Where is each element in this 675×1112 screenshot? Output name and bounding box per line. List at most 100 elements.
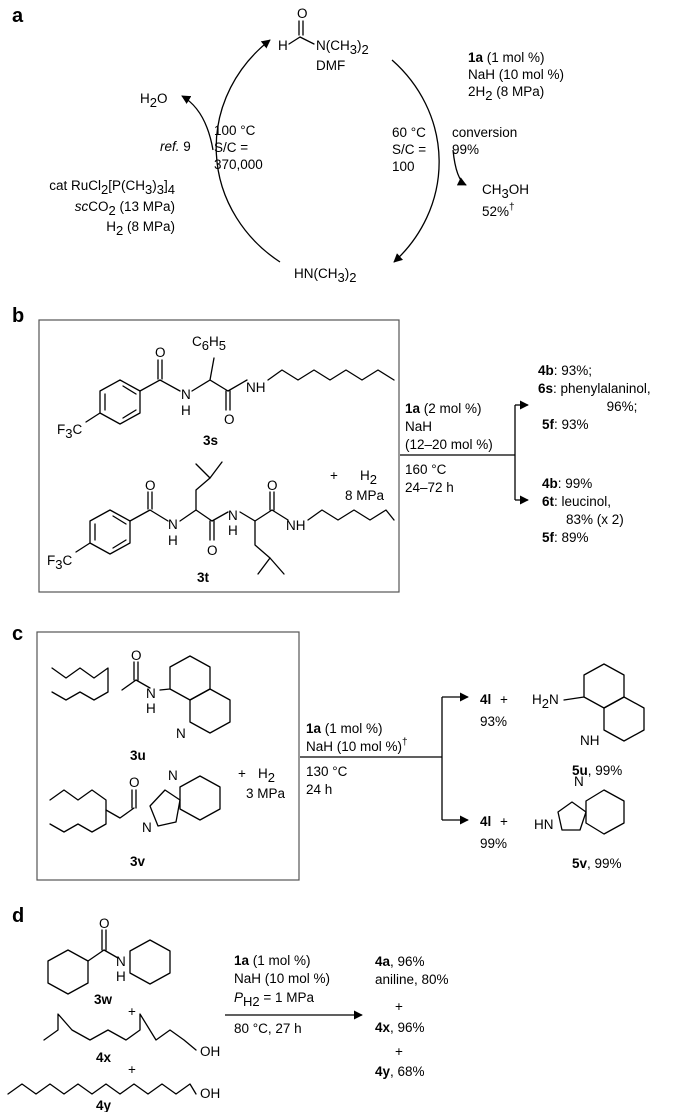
compound-3u: O N H N 3u [51,648,231,763]
panel-d-label: d [12,905,24,927]
3t-nh-mid: N [228,508,238,523]
c-h2: H2 [258,766,275,785]
3u-octyl-chain [51,667,109,701]
b-pressure: 8 MPa [345,488,385,503]
3s-cf3-bond [85,412,101,423]
3s-nh-1: N [181,387,191,402]
b-cond-catalyst: 1a (2 mol %) [405,401,482,416]
panel-b: b C6H5 F3C O N H O NH 3s [12,305,651,593]
c-prod-top-4l: 4l [480,692,491,707]
a-inner-right-sc: S/C = [392,142,426,157]
3s-cf3-label: F3C [57,422,82,441]
a-left-catalyst: cat RuCl2[P(CH3)3]4 [49,178,175,197]
3u-nh-h: H [146,701,156,716]
3u-acyl [121,679,137,691]
4x-oh: OH [200,1044,220,1059]
3u-n-atom: N [176,726,186,741]
a-inner-left-sc: S/C = [214,140,248,155]
3t-n-1-h: H [168,533,178,548]
5v-yield: 5v, 99% [572,856,622,871]
dimethylamine-formula: HN(CH3)2 [294,266,356,285]
b-cond-temp: 160 °C [405,462,447,477]
d-prod-4: 4y, 68% [375,1064,425,1079]
3s-ring-double-3 [122,409,137,419]
3s-ring-double-2 [122,385,137,395]
compound-3w: O N H 3w + [47,916,171,1019]
d-cond-temp-time: 80 °C, 27 h [234,1021,302,1036]
water-branch-arrow [181,95,214,151]
a-left-co2: scCO2 (13 MPa) [75,199,175,218]
3v-o: O [129,775,140,790]
c-prod-top-yield: 93% [480,714,507,729]
3t-octyl-chain [307,509,395,521]
3s-benzyl [209,357,215,381]
c-prod-top-plus: + [500,692,508,707]
a-conversion-value: 99% [452,142,479,157]
3t-o-3: O [267,478,278,493]
3u-cn [135,679,151,689]
b-h2: H2 [360,468,377,487]
3t-nh-end: NH [286,518,306,533]
5u-nh: NH [580,733,600,748]
3t-amide-chain [129,509,169,522]
3t-label: 3t [197,570,210,585]
3w-anilide-ring [129,939,171,985]
3v-pyridine-ring [179,775,221,821]
3t-amide-2 [211,511,229,522]
3v-octyl-chain [49,789,107,833]
3s-amide-chain [139,379,181,392]
b-prod-top-2: 6s: phenylalaninol, [538,381,651,396]
compound-3t: F3C O N H O N H O NH 3t [47,461,395,585]
3v-pyridine-n: N [168,768,178,783]
c-cond-base: NaH (10 mol %)† [306,737,408,754]
compound-4y: OH 4y [7,1083,220,1112]
3s-amide-n [227,379,248,392]
4y-skeleton [7,1083,197,1095]
3s-label: 3s [203,433,218,448]
3s-benzene-ring [99,379,141,425]
water-formula: H2O [140,91,168,110]
c-prod-bot-plus: + [500,814,508,829]
b-prod-top-3: 96%; [607,399,638,414]
d-cond-catalyst: 1a (1 mol %) [234,953,311,968]
dmf-structure: O H N(CH3)2 DMF [278,6,369,73]
5u-benzene-ring [583,663,625,709]
a-cond-catalyst: 1a (1 mol %) [468,50,545,65]
b-prod-bot-4: 5f: 89% [542,530,589,545]
panel-a: a O H N(CH3)2 DMF 1a (1 mol %) NaH (10 m… [12,5,564,285]
3v-pyrroline-ring [149,789,181,827]
b-prod-bot-3: 83% (x 2) [566,512,624,527]
c-prod-bot-yield: 99% [480,836,507,851]
c-cond-catalyst: 1a (1 mol %) [306,721,383,736]
c-plus: + [238,766,246,781]
3t-backbone-2 [239,509,273,522]
compound-3s: C6H5 F3C O N H O NH 3s [57,334,395,448]
methanol-yield: 52%† [482,202,515,219]
3w-benzoyl-ring [47,949,89,995]
panel-b-label: b [12,305,24,327]
3w-n-h: H [116,969,126,984]
phenyl-label: C6H5 [192,334,226,353]
3s-o-1: O [155,345,166,360]
d-prod-1: 4a, 96% [375,954,425,969]
3s-o-2: O [224,412,235,427]
3t-ring-double-2 [112,515,127,525]
3s-nh-1-h: H [181,403,191,418]
5v-pyridine-ring [585,789,625,835]
panel-b-substrate-box [38,319,400,593]
b-cond-base-amount: (12–20 mol %) [405,437,493,452]
b-plus: + [330,468,338,483]
3u-nh: N [146,686,156,701]
3s-octyl-chain [267,369,395,381]
3t-cf3-bond [75,542,91,553]
3u-n-aryl [159,688,171,691]
3t-o-2: O [207,543,218,558]
3u-quinoline-ring-1 [169,655,211,701]
3t-cf3-label: F3C [47,553,72,572]
3u-quinoline-ring-2 [189,688,231,734]
3t-amide-3 [271,509,289,521]
dmf-h-atom: H [278,38,288,53]
3t-isobutyl-2b [257,557,271,575]
a-inner-left-temp: 100 °C [214,123,256,138]
